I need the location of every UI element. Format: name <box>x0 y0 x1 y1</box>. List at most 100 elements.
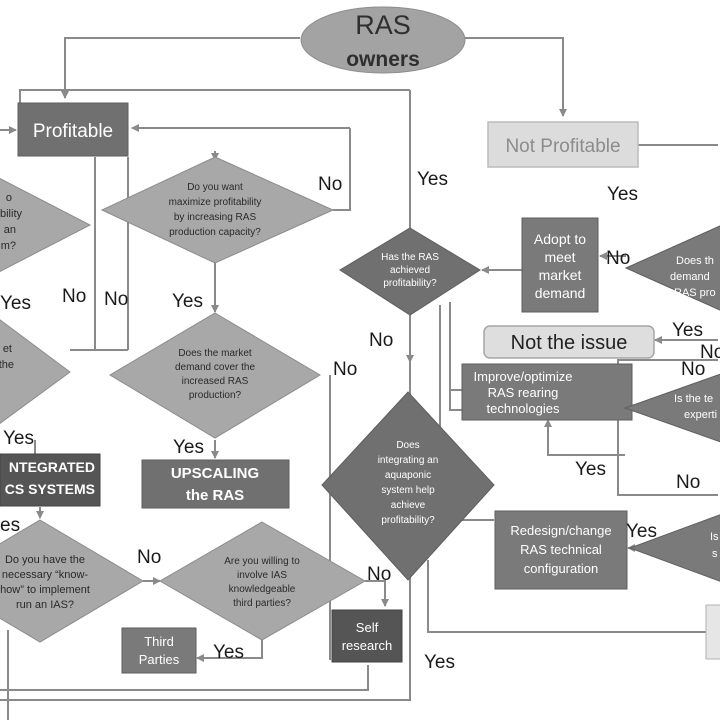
redesign-line2: RAS technical <box>520 542 602 557</box>
adopt-market-line3: market <box>539 267 582 283</box>
left-mid-line2: the <box>0 359 14 371</box>
not-the-issue-box: Not the issue <box>483 325 655 359</box>
right-market-line3: RAS pro <box>674 287 716 299</box>
integrated-rect <box>0 453 101 507</box>
branch-labels: No No No Yes Yes Yes Yes es No No Yes Ye… <box>0 169 720 673</box>
self-research-box: Self research <box>331 609 403 663</box>
adopt-market-rect <box>521 217 599 313</box>
label-yes-left-top: Yes <box>0 293 31 314</box>
label-yes-redesign: Yes <box>626 521 657 542</box>
right-bottom-diamond: Is s <box>628 514 720 582</box>
integrated-line1: NTEGRATED <box>9 459 95 475</box>
connector-owners-profitable <box>61 37 300 99</box>
connector-expertise-yes <box>544 419 625 456</box>
redesign-rect <box>494 510 628 590</box>
achieved-diamond: Has the RAS achieved profitability? <box>339 227 481 316</box>
left-mid-diamond: et the <box>0 319 71 424</box>
label-no-right-market: No <box>606 248 630 269</box>
profitable-rect <box>17 102 129 157</box>
offscreen-box-right <box>705 604 720 660</box>
willing-line4: third parties? <box>233 598 291 609</box>
improve-tech-line1: Improve/optimize <box>474 369 573 384</box>
right-expertise-line1: Is the te <box>674 393 713 405</box>
label-yes-maximize: Yes <box>172 291 203 312</box>
upscaling-line1: UPSCALING <box>171 465 259 482</box>
maximize-line2: maximize profitability <box>169 197 262 208</box>
label-no-willing: No <box>367 564 391 585</box>
upscaling-rect <box>141 459 290 509</box>
label-yes-bottom: Yes <box>424 652 455 673</box>
left-mid-line1: et <box>3 343 12 355</box>
not-the-issue-rect <box>483 325 655 359</box>
right-market-line1: Does th <box>676 255 714 267</box>
right-expertise-line2: experti <box>684 409 717 421</box>
not-profitable-box: Not Profitable <box>487 121 639 168</box>
label-yes-willing: Yes <box>213 642 244 663</box>
aquaponic-line2: integrating an <box>378 455 439 466</box>
right-market-shape <box>624 225 720 311</box>
start-owners: RAS owners <box>300 6 466 74</box>
aquaponic-shape <box>321 391 495 581</box>
redesign-line1: Redesign/change <box>510 523 611 538</box>
not-profitable-rect <box>487 121 639 168</box>
willing-line3: knowledgeable <box>229 584 296 595</box>
knowhow-line4: run an IAS? <box>16 599 74 611</box>
connector-willing-no <box>365 580 389 607</box>
knowhow-shape <box>0 519 144 643</box>
maximize-line4: production capacity? <box>169 227 261 238</box>
aquaponic-diamond: Does integrating an aquaponic system hel… <box>321 391 495 581</box>
achieved-shape <box>339 227 481 316</box>
connector-expertise-loop <box>617 359 718 496</box>
market-cover-line3: increased RAS <box>182 376 249 387</box>
label-no-left-2: No <box>104 289 128 310</box>
left-top-shape <box>0 178 92 272</box>
label-yes-right-market: Yes <box>672 320 703 341</box>
left-mid-shape <box>0 319 71 424</box>
knowhow-line3: how” to implement <box>0 584 90 596</box>
knowhow-line2: necessary “know- <box>2 569 89 581</box>
start-line1: RAS <box>355 10 411 40</box>
label-yes-expertise: Yes <box>575 459 606 480</box>
label-yes-integrated: es <box>0 515 20 536</box>
adopt-market-line2: meet <box>544 249 575 265</box>
market-cover-line1: Does the market <box>178 348 252 359</box>
label-no-vertical: No <box>333 359 357 380</box>
right-expertise-diamond: Is the te experti <box>623 373 720 443</box>
self-research-line1: Self <box>356 620 379 635</box>
left-top-line1: o <box>6 192 12 204</box>
left-top-line3: an <box>4 224 16 236</box>
left-top-line2: itability <box>0 208 22 220</box>
self-research-rect <box>331 609 403 663</box>
market-cover-shape <box>109 312 321 439</box>
upscaling-line2: the RAS <box>186 487 244 504</box>
connector-improve-back <box>449 302 462 411</box>
aquaponic-line1: Does <box>396 440 419 451</box>
label-yes-not-profitable: Yes <box>607 184 638 205</box>
improve-tech-rect <box>461 363 633 421</box>
right-market-line2: demand <box>670 271 710 283</box>
willing-line1: Are you willing to <box>224 556 300 567</box>
willing-line2: involve IAS <box>237 570 287 581</box>
connector-bottom-right <box>427 560 706 633</box>
start-line2: owners <box>346 48 420 71</box>
label-no-expertise-bottom: No <box>676 472 700 493</box>
achieved-line1: Has the RAS <box>381 252 439 263</box>
profitable-label: Profitable <box>33 121 113 142</box>
upscaling-box: UPSCALING the RAS <box>141 459 290 509</box>
maximize-line1: Do you want <box>187 182 243 193</box>
achieved-line2: achieved <box>390 265 430 276</box>
right-market-diamond: Does th demand RAS pro <box>624 225 720 311</box>
label-yes-market: Yes <box>173 437 204 458</box>
not-the-issue-label: Not the issue <box>511 332 628 354</box>
redesign-box: Redesign/change RAS technical configurat… <box>494 510 628 590</box>
achieved-line3: profitability? <box>383 278 437 289</box>
integrated-box: NTEGRATED CS SYSTEMS <box>0 453 101 507</box>
left-top-line4: m? <box>1 240 16 252</box>
integrated-line2: CS SYSTEMS <box>5 481 95 497</box>
aquaponic-line3: aquaponic <box>385 470 431 481</box>
label-no-achieved: No <box>369 330 393 351</box>
maximize-diamond: Do you want maximize profitability by in… <box>100 156 335 264</box>
connector-self-research-out <box>0 665 369 691</box>
adopt-market-line4: demand <box>535 285 586 301</box>
